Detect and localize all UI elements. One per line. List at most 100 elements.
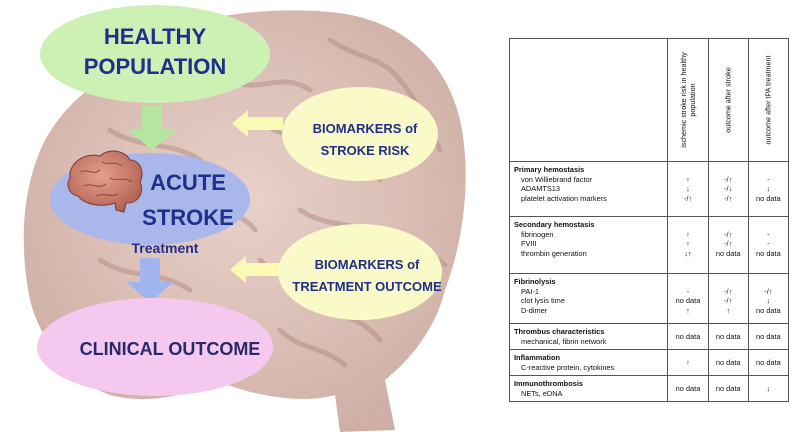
value-entry: ↓	[686, 184, 690, 194]
header-blank-cell	[508, 38, 669, 162]
value-entry: ↓	[766, 184, 771, 194]
value-spacer	[749, 277, 788, 287]
value-cell-outcome: no data	[707, 323, 749, 350]
row-category-title: Fibrinolysis	[514, 277, 556, 286]
value-cell-risk: ↑↓-/↑	[667, 161, 709, 217]
header-outcome: outcome after stroke	[707, 38, 749, 162]
header-tpa: outcome after tPA treatment	[747, 38, 790, 162]
value-cell-risk: -no data↑	[667, 273, 709, 324]
treatment-label: Treatment	[131, 240, 199, 256]
biomarker-table-container: ischemic stroke risk in healthy populati…	[508, 38, 790, 402]
value-spacer	[668, 220, 707, 230]
value-entry: ↑	[686, 305, 690, 315]
bio-risk-line-2: STROKE RISK	[320, 143, 410, 159]
bio-out-line-1: BIOMARKERS of	[314, 257, 420, 272]
value-entry: -/↑	[724, 174, 733, 184]
healthy-line-2: POPULATION	[83, 53, 227, 79]
value-entry: -	[767, 229, 770, 239]
biomarkers-outcome-label: BIOMARKERS of TREATMENT OUTCOME	[292, 254, 442, 298]
healthy-population-label: HEALTHY POPULATION	[55, 22, 255, 81]
value-spacer	[709, 165, 748, 175]
value-entry: -/↑	[724, 229, 733, 239]
value-spacer	[749, 220, 788, 230]
row-category-title: Immunothrombosis	[514, 379, 583, 388]
healthy-population-ellipse	[40, 5, 270, 103]
arrow-left-risk	[232, 110, 283, 137]
row-item-label: FVIII	[521, 239, 537, 249]
value-entry: no data	[756, 193, 781, 203]
value-entry: -	[686, 286, 690, 296]
value-cell-risk: ↑↑↓↑	[667, 216, 709, 274]
value-cell-outcome: -/↑-/↑no data	[707, 216, 749, 274]
bio-out-line-2: TREATMENT OUTCOME	[292, 279, 442, 295]
value-entry: ↑	[686, 229, 690, 239]
value-cell-tpa: no data	[747, 349, 790, 376]
value-entry: -/↓	[724, 184, 733, 194]
row-category-title: Inflammation	[514, 353, 560, 362]
value-entry: -/↑	[764, 286, 773, 296]
value-cell-outcome: no data	[707, 349, 749, 376]
brain-icon	[67, 150, 143, 213]
value-cell-risk: no data	[667, 375, 709, 402]
value-cell-tpa: ↓	[747, 375, 790, 402]
acute-line-1: ACUTE	[150, 170, 226, 195]
value-cell-risk: ↑	[667, 349, 709, 376]
row-item-label: ADAMTS13	[521, 184, 561, 194]
value-cell-tpa: -↓no data	[747, 161, 790, 217]
table-header-row: ischemic stroke risk in healthy populati…	[508, 38, 790, 162]
row-item-label: C-reactive protein, cytokines	[521, 362, 615, 372]
acute-stroke-label: ACUTE STROKE	[128, 165, 248, 235]
value-entry: -/↑	[724, 193, 733, 203]
biomarkers-risk-ellipse	[282, 87, 438, 181]
row-item-label: D-dimer	[521, 305, 548, 315]
value-spacer	[668, 277, 707, 287]
row-item-label: thrombin generation	[521, 248, 587, 258]
value-entry: -/↑	[724, 296, 733, 306]
biomarkers-risk-label: BIOMARKERS of STROKE RISK	[295, 118, 435, 162]
row-item-label: PAI-1	[521, 286, 539, 296]
value-entry: ↓	[766, 383, 771, 393]
value-cell-tpa: no data	[747, 323, 790, 350]
row-item-label: von Williebrand factor	[521, 174, 593, 184]
value-entry: ↑	[686, 174, 690, 184]
row-item-label: clot lysis time	[521, 296, 565, 306]
acute-line-2: STROKE	[142, 205, 234, 231]
biomarkers-outcome-ellipse	[278, 224, 442, 320]
value-entry: no data	[756, 248, 781, 258]
value-entry: no data	[756, 357, 781, 367]
value-entry: -/↑	[724, 239, 733, 249]
value-entry: no data	[675, 296, 701, 306]
row-category-title: Secondary hemostasis	[514, 220, 595, 229]
value-entry: no data	[675, 383, 701, 393]
clinical-outcome-label: CLINICAL OUTCOME	[79, 339, 261, 359]
row-item-label: mechanical, fibrin network	[521, 336, 607, 346]
value-entry: no data	[675, 331, 701, 341]
header-risk-line-1: ischemic stroke risk in healthy	[678, 52, 688, 148]
value-entry: -/↑	[724, 286, 733, 296]
value-entry: no data	[715, 383, 741, 393]
value-entry: ↓	[766, 296, 771, 306]
value-entry: ↑	[686, 239, 690, 249]
value-cell-outcome: -/↑-/↓-/↑	[707, 161, 749, 217]
bio-risk-line-1: BIOMARKERS of	[312, 121, 418, 136]
row-item-label: platelet activation markers	[521, 193, 607, 203]
value-spacer	[709, 277, 748, 287]
value-entry: -	[767, 174, 770, 184]
value-entry: no data	[756, 331, 781, 341]
value-spacer	[749, 165, 788, 175]
value-cell-outcome: -/↑-/↑↑	[707, 273, 749, 324]
arrow-down-healthy-to-acute	[128, 106, 176, 150]
value-cell-risk: no data	[667, 323, 709, 350]
arrow-left-outcome	[230, 256, 283, 283]
header-outcome-text: outcome after stroke	[723, 67, 733, 133]
